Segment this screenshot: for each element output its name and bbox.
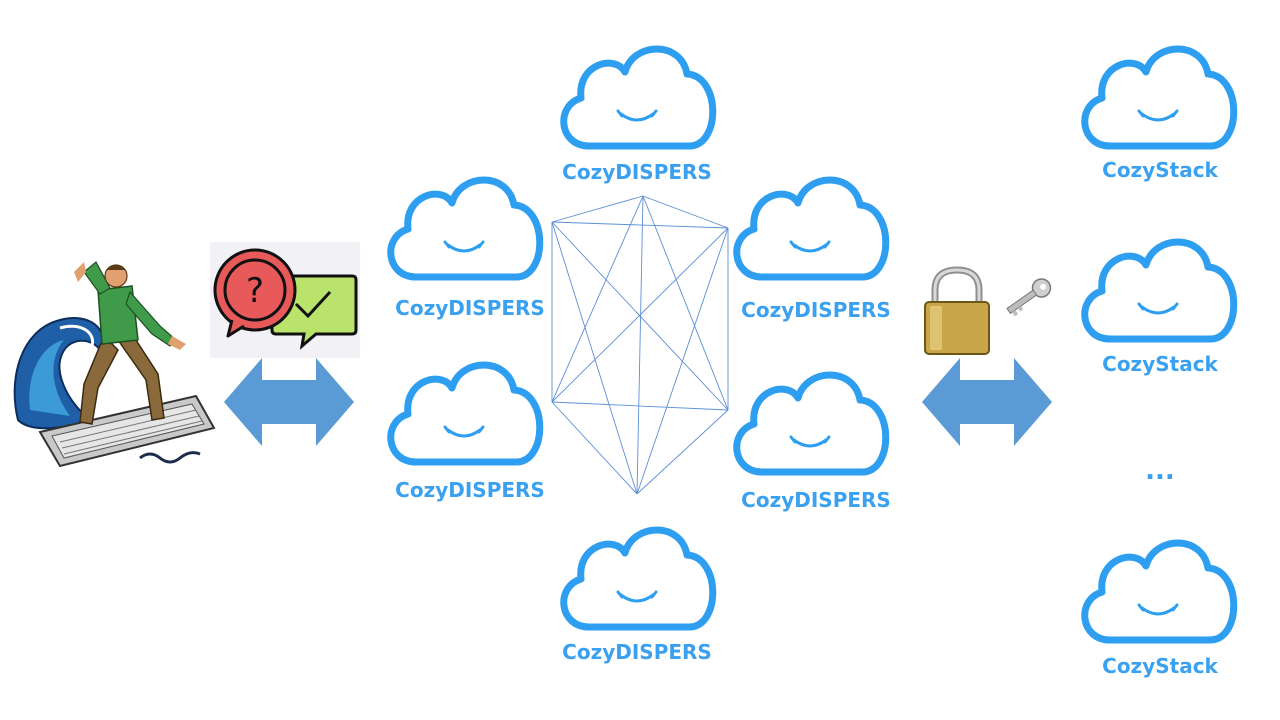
double-arrow-left (224, 358, 354, 446)
question-answer-bubbles-icon: ? (210, 242, 360, 358)
mesh-link (636, 195, 644, 495)
mesh-link (551, 401, 729, 411)
stack-label-3: CozyStack (1102, 654, 1218, 678)
dispers-label-bottom: CozyDISPERS (562, 640, 712, 664)
dispers-label-upper-right: CozyDISPERS (741, 298, 891, 322)
dispers-cloud-upper-left (391, 180, 540, 277)
mesh-link (642, 195, 729, 229)
mesh-link (551, 221, 729, 229)
mesh-link (551, 221, 729, 411)
dispers-cloud-upper-right (737, 180, 886, 277)
mesh-link (551, 195, 644, 223)
stack-label-1: CozyStack (1102, 158, 1218, 182)
mesh-link (551, 227, 729, 403)
padlock-and-key-icon (924, 266, 1052, 355)
dispers-label-lower-right: CozyDISPERS (741, 488, 891, 512)
stack-cloud-3 (1085, 543, 1234, 640)
stack-label-2: CozyStack (1102, 352, 1218, 376)
stack-cloud-2 (1085, 242, 1234, 339)
svg-text:?: ? (246, 271, 264, 311)
surfer-on-keyboard-icon (13, 261, 216, 468)
double-arrow-right (922, 358, 1052, 446)
stack-cloud-1 (1085, 49, 1234, 146)
dispers-cloud-top (564, 49, 713, 146)
mesh-link (636, 227, 729, 495)
stack-more-ellipsis: ... (1145, 456, 1175, 486)
mesh-link (551, 221, 638, 495)
dispers-label-upper-left: CozyDISPERS (395, 296, 545, 320)
mesh-link (636, 409, 729, 495)
mesh-link (642, 195, 729, 411)
mesh-link (551, 195, 644, 403)
dispers-cloud-lower-right (737, 375, 886, 472)
dispers-cloud-bottom (564, 530, 713, 627)
mesh-link (551, 401, 638, 495)
dispers-mesh-connections (551, 195, 729, 495)
dispers-cloud-lower-left (391, 365, 540, 462)
dispers-label-top: CozyDISPERS (562, 160, 712, 184)
key-icon (1006, 278, 1052, 317)
dispers-label-lower-left: CozyDISPERS (395, 478, 545, 502)
